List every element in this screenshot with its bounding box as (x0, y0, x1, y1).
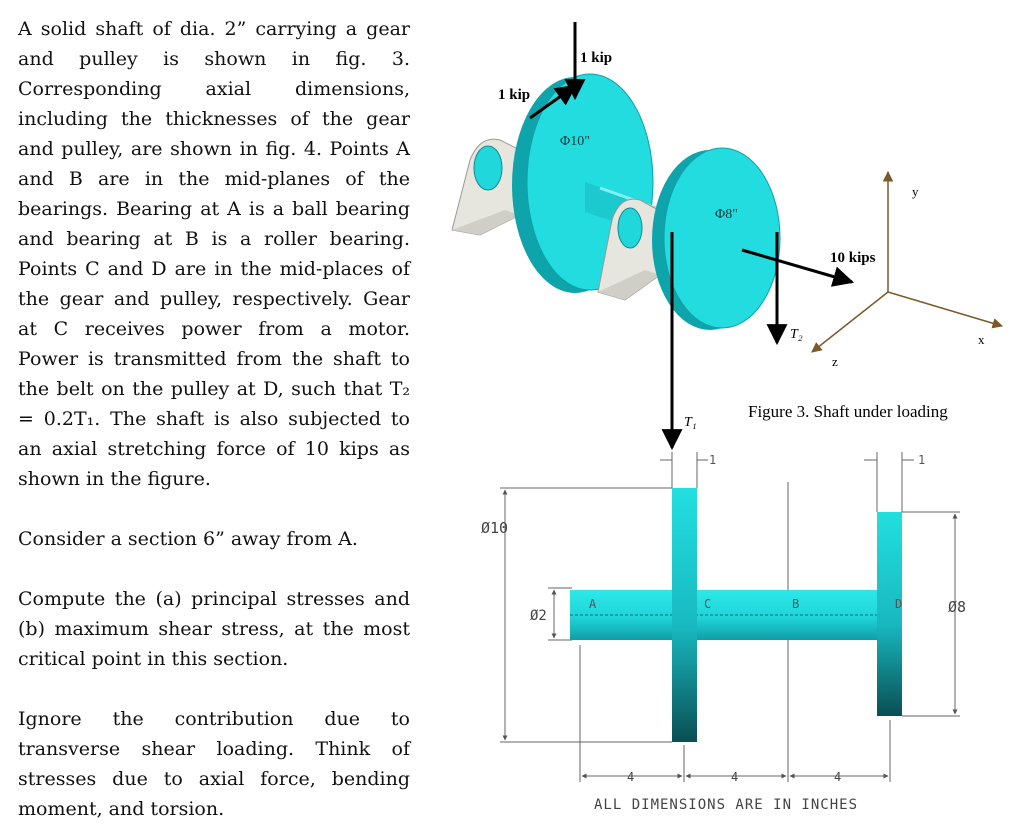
figure-3: 1 kip 1 kip Φ10" Φ8" 10 kips T₂ T₁ y x z… (451, 22, 1004, 451)
gear-thickness-label: 1 (709, 453, 716, 467)
problem-statement: A solid shaft of dia. 2” carrying a gear… (18, 14, 410, 824)
pulley-dia-label: Φ8" (715, 207, 738, 222)
span-cb-label: 4 (731, 770, 738, 784)
point-b-label: B (792, 597, 799, 611)
load-side-arrow (529, 84, 577, 120)
tension-t1-label: T₁ (684, 415, 697, 430)
figure-3-caption: Figure 3. Shaft under loading (748, 402, 948, 421)
point-d-label: D (895, 597, 902, 611)
pulley-disc (652, 147, 781, 330)
tension-t2-label: T₂ (790, 327, 803, 342)
axis-y-label: y (912, 184, 919, 199)
pulley-thickness-label: 1 (918, 453, 925, 467)
pulley-profile (877, 512, 902, 716)
axial-load-label: 10 kips (830, 250, 876, 266)
gear-dia-label: Φ10" (560, 134, 590, 149)
units-note: ALL DIMENSIONS ARE IN INCHES (594, 797, 858, 813)
bearing-b (597, 198, 663, 301)
axis-x-label: x (978, 332, 985, 347)
load-top-label: 1 kip (580, 50, 612, 66)
dia-pulley-label: Ø8 (948, 598, 966, 616)
problem-paragraph-4: Ignore the contribution due to transvers… (18, 708, 410, 820)
axis-z-label: z (832, 354, 838, 369)
span-ac-label: 4 (627, 770, 634, 784)
axial-load-arrow (741, 248, 855, 287)
point-c-label: C (704, 597, 711, 611)
gear-profile (672, 488, 697, 742)
problem-paragraph-1: A solid shaft of dia. 2” carrying a gear… (18, 18, 410, 490)
dia-gear-label: Ø10 (481, 519, 508, 537)
point-a-label: A (589, 597, 597, 611)
problem-paragraph-3: Compute the (a) principal stresses and (… (18, 588, 410, 670)
coordinate-axes: y x z (811, 170, 1004, 369)
figure-4: Ø10 Ø2 Ø8 A C B D 1 1 4 4 4 ALL DIMENSIO… (481, 452, 966, 813)
span-bd-label: 4 (834, 770, 841, 784)
dia-shaft-label: Ø2 (530, 608, 547, 624)
bearing-a (451, 138, 521, 236)
load-side-label: 1 kip (498, 87, 530, 103)
problem-paragraph-2: Consider a section 6” away from A. (18, 528, 358, 550)
